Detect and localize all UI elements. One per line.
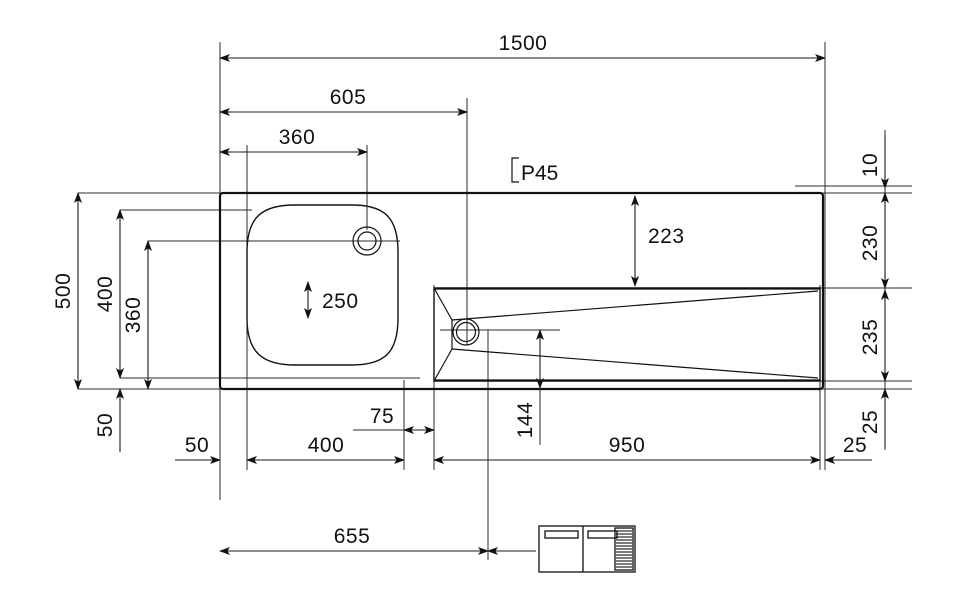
dim-value-400-bottom: 400	[308, 434, 345, 457]
dimension-trough-drain-offset: 144	[514, 329, 544, 445]
dim-value-1500: 1500	[499, 32, 548, 55]
dimension-trough-height: 235	[859, 289, 889, 382]
dimension-basin-inner-depth: 360	[122, 240, 152, 390]
dim-value-235: 235	[859, 319, 882, 356]
dimension-drain-axis-distance: 655	[219, 525, 536, 555]
dim-value-50-bottom: 50	[185, 434, 209, 457]
dim-value-144: 144	[514, 402, 537, 439]
dimension-basin-bowl-height: 250	[304, 281, 359, 319]
dim-value-500: 500	[52, 273, 75, 310]
dimension-basin-to-trough: 75	[353, 405, 435, 434]
dim-value-230: 230	[859, 225, 882, 262]
dim-value-605: 605	[330, 86, 367, 109]
dimension-overall-depth: 500	[52, 192, 82, 390]
dimension-rim-bottom: 25	[859, 388, 889, 448]
dimension-right-margin: 25	[824, 434, 872, 464]
dim-value-655: 655	[334, 525, 371, 548]
dim-value-250: 250	[322, 290, 359, 313]
right-trough	[433, 287, 821, 382]
dim-value-10: 10	[859, 153, 882, 177]
dim-value-223: 223	[648, 225, 685, 248]
dim-value-50-left: 50	[94, 413, 117, 437]
dimension-basin-depth: 400	[94, 209, 124, 379]
dimension-basin-width: 400	[246, 434, 405, 464]
dim-value-25-right-vert: 25	[859, 410, 882, 434]
dimension-trough-top-offset: 230	[859, 192, 889, 289]
unit-outer-outline	[218, 191, 825, 391]
dimension-overall-width: 1500	[219, 32, 826, 62]
dim-value-360-top: 360	[279, 126, 316, 149]
counterbore-annotation: P45	[511, 157, 558, 185]
grille-hatching	[616, 530, 632, 568]
left-basin-drain	[352, 226, 382, 256]
dim-value-360-left: 360	[122, 297, 145, 334]
cabinet-unit-pictogram	[538, 525, 636, 573]
dim-value-950: 950	[609, 434, 646, 457]
label-P45: P45	[521, 162, 558, 185]
dimension-trough-width: 950	[433, 434, 821, 464]
extension-lines	[78, 42, 912, 560]
dimension-bottom-margin-left: 50	[94, 388, 124, 452]
trough-drain	[452, 318, 480, 346]
dimension-basin-center-offset: 360	[219, 126, 368, 156]
dim-value-75: 75	[370, 405, 394, 428]
dimension-basin-right-offset: 605	[219, 86, 468, 116]
dim-value-400-left: 400	[94, 276, 117, 313]
dim-value-25-bottom: 25	[843, 434, 867, 457]
dimension-rim-top: 10	[859, 135, 889, 189]
left-basin	[246, 204, 399, 366]
dimension-trough-upper-offset: 223	[631, 195, 685, 287]
dimension-left-margin: 50	[175, 434, 221, 464]
